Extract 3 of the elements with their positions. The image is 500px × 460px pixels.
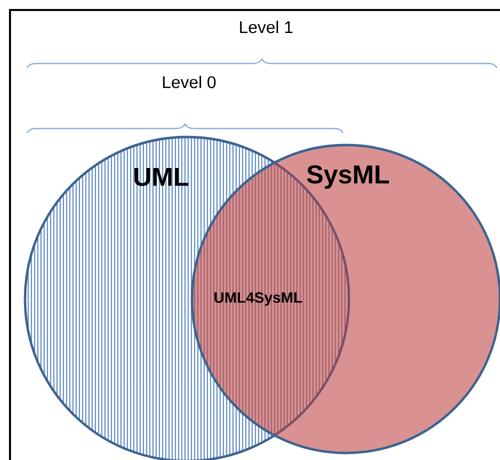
level-label: Level 1 [240, 20, 292, 34]
level-label: Level 0 [163, 76, 216, 88]
overlap-label: UML4SysML [214, 292, 302, 306]
